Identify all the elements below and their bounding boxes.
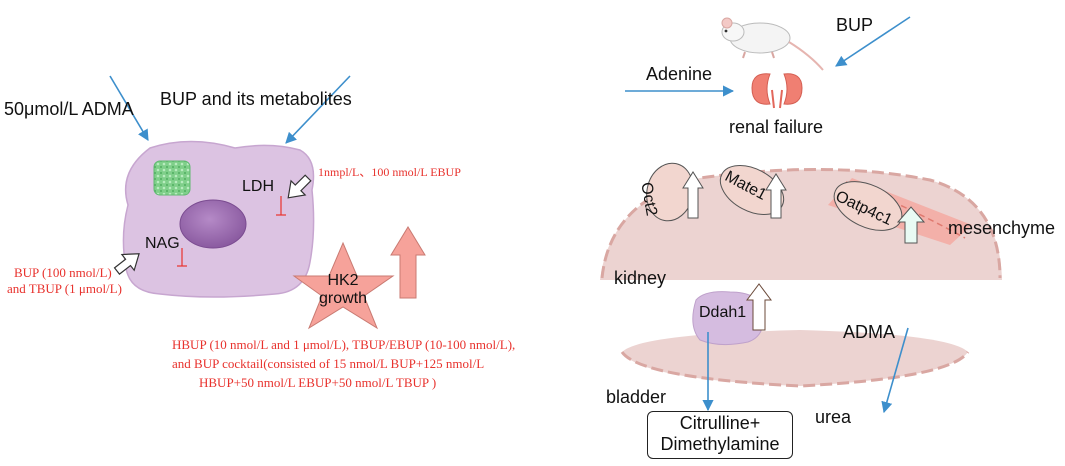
oatp4c1-up-arrow [896,206,926,244]
urea-label: urea [815,407,852,427]
product-box: Citrulline+ Dimethylamine [647,411,793,459]
bup-right-arrow [835,16,911,67]
bup-tbup-note-line2: and TBUP (1 μmol/L) [7,281,122,296]
ldh-inhibition-mark [276,196,286,216]
ddah1-cell [692,291,764,346]
growth-label: growth [318,290,368,307]
cocktail-line-1: HBUP (10 nmol/L and 1 μmol/L), TBUP/EBUP… [172,337,516,352]
bup-tbup-note-line1: BUP (100 nmol/L) [14,265,112,280]
product-line-1: Citrulline+ [679,413,761,433]
adma-label: ADMA [843,322,896,342]
bup-metabolites-arrow [285,75,351,144]
ddah1-up-arrow [746,283,772,331]
kidney-tissue [600,169,1002,280]
rat-icon [721,17,824,71]
cocktail-line-3: HBUP+50 nmol/L EBUP+50 nmol/L TBUP ) [199,375,437,390]
adma-to-urea-arrow [881,327,909,414]
adma-input-label: 50μmol/L ADMA [4,99,134,119]
mate1-up-arrow [765,173,787,219]
growth-up-arrow [390,226,426,299]
adma-arrow [109,75,149,141]
white-arrow-nag-icon [113,253,140,275]
nucleus [179,199,247,249]
bup-label: BUP [836,15,874,35]
kidney-icon [751,73,803,109]
hk2-label: HK2 [327,272,359,289]
membrane-lower [620,351,970,388]
membrane-upper [600,168,1002,279]
ddah1-label: Ddah1 [699,304,747,321]
ldh-label: LDH [242,178,275,195]
bladder-label: bladder [606,387,667,407]
product-line-2: Dimethylamine [660,434,780,454]
kidney-label: kidney [614,268,667,288]
cocktail-line-2: and BUP cocktail(consisted of 15 nmol/L … [172,356,485,371]
mesenchyme-label: mesenchyme [948,218,1056,238]
nag-label: NAG [145,235,180,252]
white-arrow-ldh-icon [287,174,312,199]
mate1-transporter [719,165,785,215]
adenine-label: Adenine [646,64,713,84]
bladder-tissue [622,330,968,386]
nag-inhibition-mark [177,248,187,267]
crystal-deposit-icon [153,160,191,196]
ebup-note: 1nmpl/L、100 nmol/L EBUP [318,165,461,179]
oct2-up-arrow [682,171,704,219]
bup-metabolites-label: BUP and its metabolites [160,89,352,109]
renal-failure-label: renal failure [729,117,824,137]
hk2-star [292,241,395,330]
